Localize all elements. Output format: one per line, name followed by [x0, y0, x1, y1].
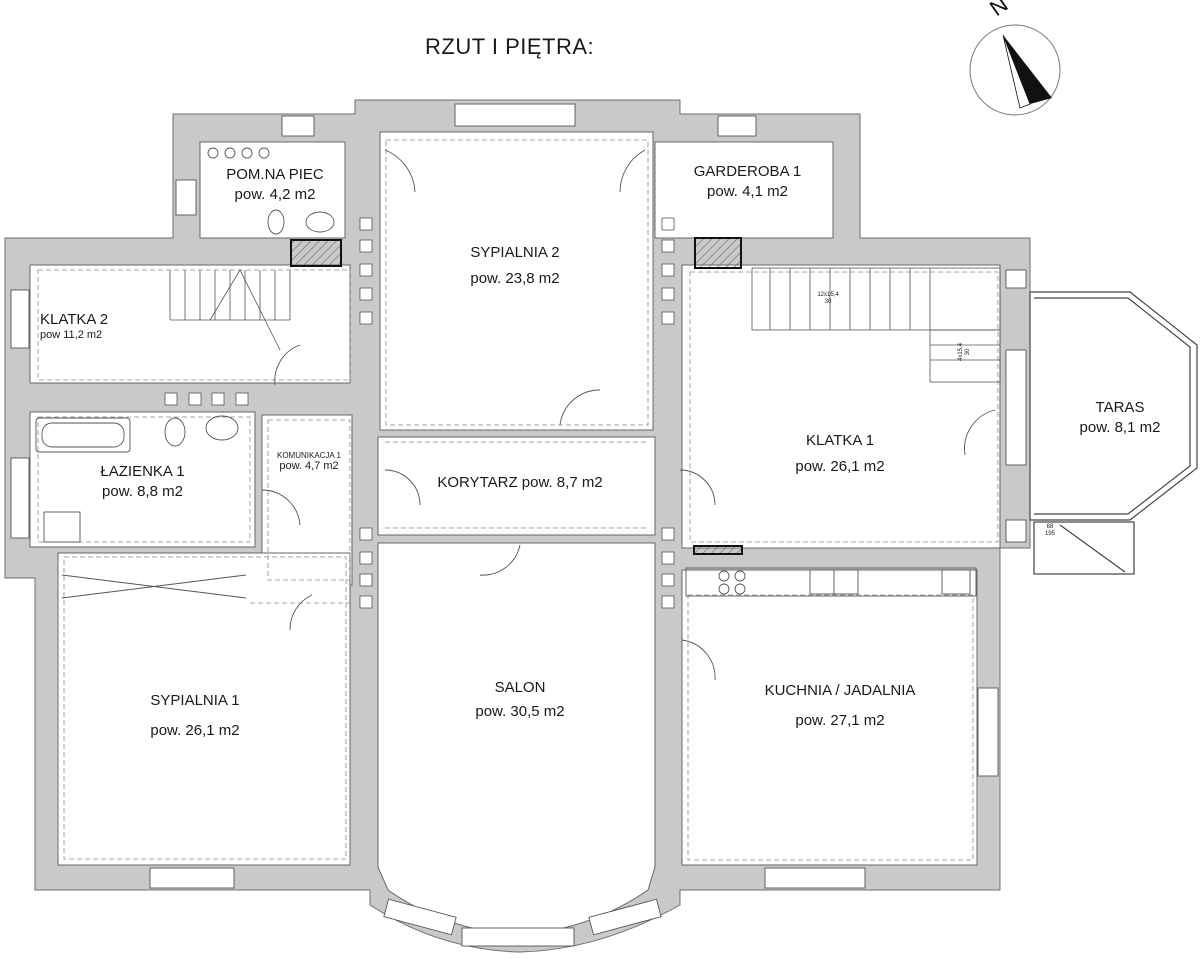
room-sypialnia-2: SYPIALNIA 2 pow. 23,8 m2	[440, 240, 590, 292]
terrace-outline	[1029, 291, 1198, 575]
room-name: SALON	[494, 679, 546, 696]
north-arrow-icon: N	[969, 0, 1061, 116]
stair-tread: 30	[824, 299, 832, 305]
stair-tread: 30	[965, 348, 971, 356]
room-area: pow. 4,1 m2	[707, 183, 788, 200]
room-pom-na-piec: POM.NA PIEC pow. 4,2 m2	[220, 165, 330, 205]
room-area: pow. 8,1 m2	[1079, 419, 1161, 436]
dashed-lines	[37, 139, 999, 861]
room-garderoba-1: GARDEROBA 1 pow. 4,1 m2	[685, 162, 810, 202]
chimneys	[290, 237, 743, 555]
room-area: pow. 26,1 m2	[795, 458, 885, 475]
room-taras: TARAS pow. 8,1 m2	[1065, 398, 1175, 438]
room-area: pow. 30,5 m2	[475, 703, 565, 720]
stair-dims: 4x15,4	[958, 343, 964, 362]
room-name: SYPIALNIA 2	[470, 244, 560, 261]
room-name: KLATKA 2	[40, 311, 109, 328]
room-area: pow. 23,8 m2	[470, 270, 560, 287]
room-name: KOMUNIKACJA 1	[276, 451, 341, 460]
room-name: TARAS	[1095, 399, 1145, 416]
doors	[261, 149, 996, 681]
room-korytarz: KORYTARZ pow. 8,7 m2	[420, 473, 620, 493]
room-area: pow. 8,8 m2	[102, 483, 183, 500]
room-klatka-2: KLATKA 2 pow 11,2 m2	[40, 310, 140, 341]
room-name: KORYTARZ pow. 8,7 m2	[437, 474, 603, 491]
room-name: ŁAZIENKA 1	[100, 463, 185, 480]
room-name: GARDEROBA 1	[693, 163, 802, 180]
north-letter: N	[985, 0, 1012, 21]
room-kuchnia-jadalnia: KUCHNIA / JADALNIA pow. 27,1 m2	[745, 676, 935, 736]
windows	[10, 103, 1027, 947]
room-klatka-1: KLATKA 1 pow. 26,1 m2	[780, 428, 900, 480]
room-fills	[29, 131, 1001, 936]
stairs-klatka-1	[751, 267, 1001, 383]
terrace-dims: 68 195	[1040, 524, 1060, 538]
terrace-dim-2: 195	[1044, 531, 1055, 537]
stair-annotation-2: 4x15,4 30	[958, 337, 972, 367]
room-name: KLATKA 1	[805, 432, 875, 449]
room-name: POM.NA PIEC	[226, 166, 324, 183]
room-area: pow. 26,1 m2	[150, 722, 240, 739]
stairs-klatka-2	[169, 269, 291, 351]
room-name: SYPIALNIA 1	[150, 692, 240, 709]
room-area: pow. 4,7 m2	[279, 460, 339, 472]
room-area: pow. 4,2 m2	[234, 186, 316, 203]
vent-squares	[164, 217, 675, 609]
fixtures	[35, 147, 977, 599]
room-area: pow 11,2 m2	[40, 329, 103, 341]
room-komunikacja-1: KOMUNIKACJA 1 pow. 4,7 m2	[268, 450, 350, 472]
room-sypialnia-1: SYPIALNIA 1 pow. 26,1 m2	[130, 686, 260, 746]
room-area: pow. 27,1 m2	[795, 712, 885, 729]
stair-dims: 12x15,4	[817, 292, 839, 298]
plan-title: RZUT I PIĘTRA:	[425, 34, 595, 59]
room-salon: SALON pow. 30,5 m2	[455, 676, 585, 724]
room-lazienka-1: ŁAZIENKA 1 pow. 8,8 m2	[80, 462, 205, 502]
terrace-dim-1: 68	[1046, 524, 1054, 530]
room-name: KUCHNIA / JADALNIA	[764, 682, 916, 699]
stair-annotation-1: 12x15,4 30	[808, 292, 848, 306]
